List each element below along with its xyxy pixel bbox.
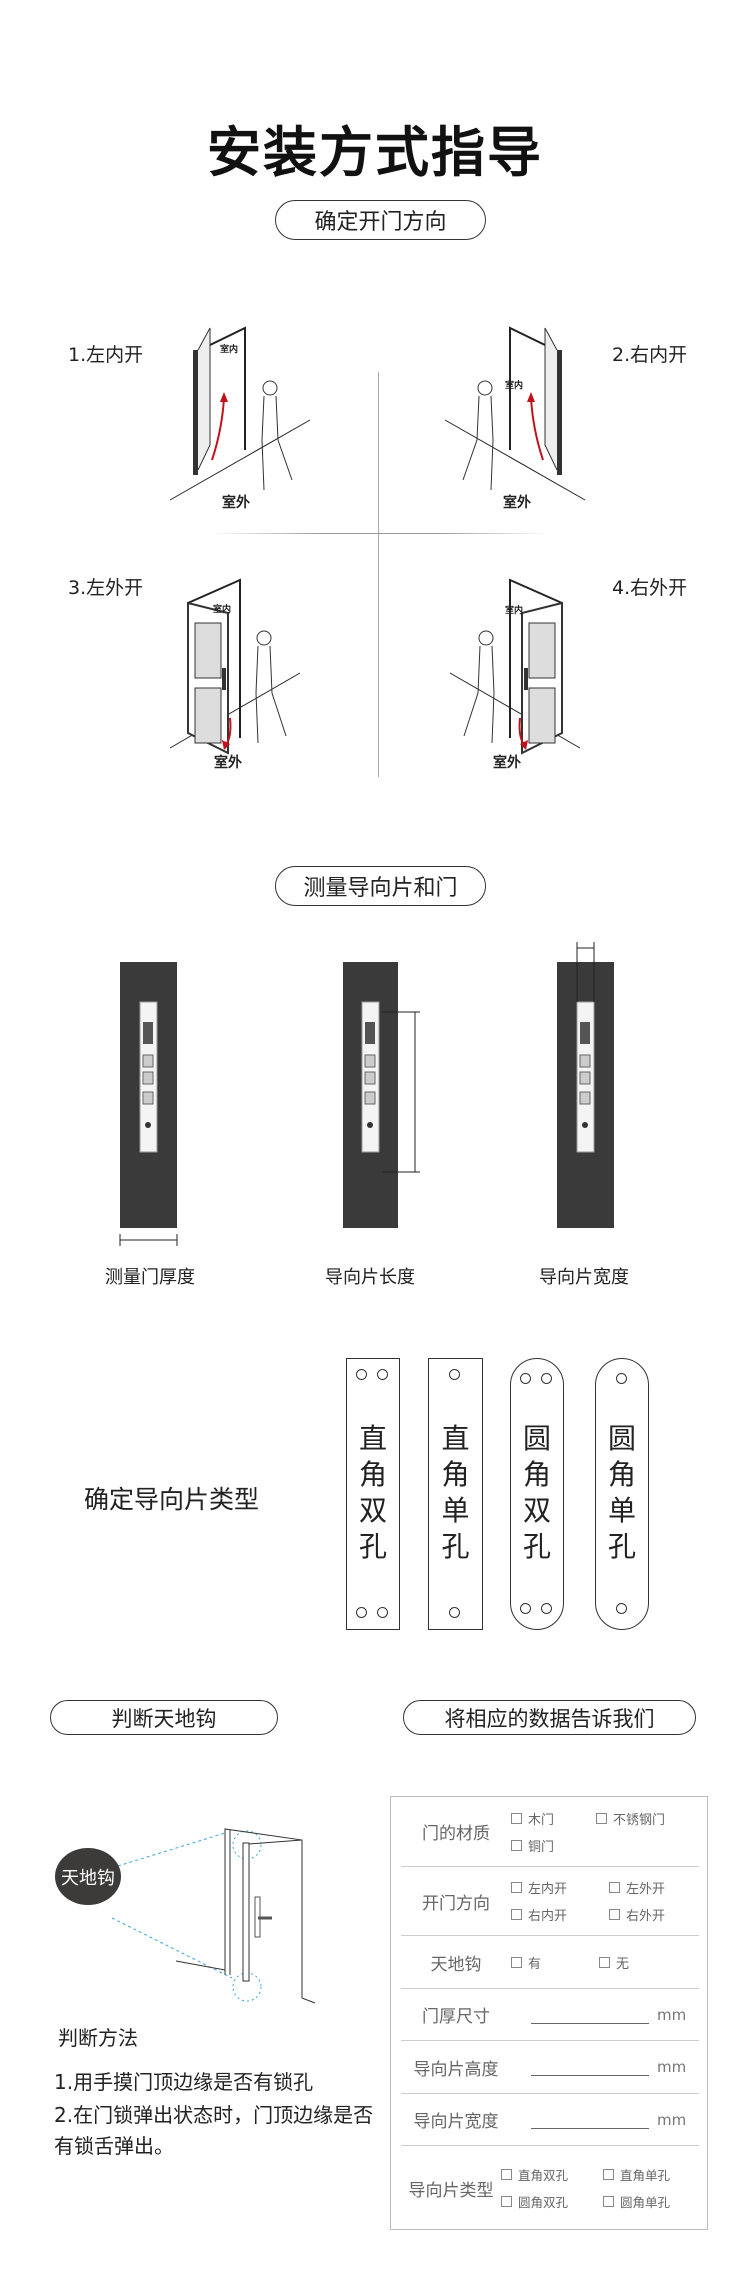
option-round-double[interactable]: 圆角双孔 — [501, 2192, 597, 2211]
option-label: 圆角双孔 — [518, 2195, 569, 2210]
plate-square-single: 直角单孔 — [428, 1358, 483, 1630]
plate-round-single: 圆角单孔 — [595, 1358, 649, 1630]
plate-label: 圆角双孔 — [522, 1422, 551, 1563]
option-label: 铜门 — [528, 1839, 555, 1855]
form-row-width: 导向片宽度 mm — [401, 2094, 699, 2146]
form-row-direction: 开门方向 左内开 左外开 右内开 右外开 — [401, 1867, 699, 1936]
height-input[interactable] — [531, 2058, 649, 2076]
section-pill-measure: 测量导向片和门 — [275, 866, 486, 906]
door-label-1: 1.左内开 — [68, 344, 144, 366]
door-illustration-right-inward — [444, 326, 586, 501]
option-hook-no[interactable]: 无 — [599, 1953, 699, 1972]
option-right-in[interactable]: 右内开 — [511, 1905, 601, 1924]
option-label: 不锈钢门 — [613, 1812, 666, 1828]
outside-label-2: 室外 — [503, 495, 531, 511]
option-copper-door[interactable]: 铜门 — [511, 1836, 588, 1855]
inside-label-2: 室内 — [505, 381, 524, 391]
outside-label-1: 室外 — [222, 495, 250, 511]
door-illustration-left-outward — [169, 578, 301, 755]
form-label: 导向片类型 — [408, 2180, 494, 2201]
door-thickness-diagram — [119, 962, 178, 1246]
option-stainless-door[interactable]: 不锈钢门 — [596, 1809, 699, 1828]
outside-label-4: 室外 — [493, 755, 521, 771]
caption-plate-width: 导向片宽度 — [539, 1267, 629, 1288]
section-pill-door-direction: 确定开门方向 — [275, 200, 486, 240]
plate-length-diagram — [343, 962, 420, 1228]
form-row-hook: 天地钩 有 无 — [401, 1936, 699, 1989]
plate-round-double: 圆角双孔 — [510, 1358, 564, 1630]
method-1: 1.用手摸门顶边缘是否有锁孔 — [54, 2070, 314, 2094]
inside-label-4: 室内 — [505, 606, 524, 616]
method-title: 判断方法 — [58, 2026, 138, 2050]
door-label-3: 3.左外开 — [68, 577, 144, 599]
thickness-input[interactable] — [531, 2006, 649, 2024]
section-pill-hook: 判断天地钩 — [50, 1700, 278, 1735]
plate-label: 圆角单孔 — [607, 1422, 636, 1563]
option-label: 直角双孔 — [518, 2168, 569, 2183]
hook-door-illustration — [111, 1828, 316, 2004]
option-wood-door[interactable]: 木门 — [511, 1809, 588, 1828]
plate-label: 直角单孔 — [441, 1422, 470, 1563]
order-info-form: 门的材质 木门 不锈钢门 铜门 开门方向 左内开 左外开 右内开 右外开 天地钩… — [390, 1796, 708, 2230]
option-label: 右内开 — [528, 1909, 568, 1924]
form-row-height: 导向片高度 mm — [401, 2041, 699, 2094]
page-title: 安装方式指导 — [207, 121, 543, 184]
option-round-single[interactable]: 圆角单孔 — [603, 2192, 699, 2211]
caption-door-thickness: 测量门厚度 — [105, 1267, 195, 1288]
inside-label-1: 室内 — [220, 345, 239, 355]
grid-divider-vertical — [378, 372, 379, 777]
form-label: 导向片宽度 — [413, 2112, 499, 2132]
width-input[interactable] — [531, 2111, 649, 2129]
plate-square-double: 直角双孔 — [346, 1358, 400, 1630]
option-label: 左外开 — [626, 1882, 666, 1897]
option-left-in[interactable]: 左内开 — [511, 1878, 601, 1897]
door-label-4: 4.右外开 — [612, 577, 688, 599]
unit-label: mm — [657, 2005, 687, 2024]
outside-label-3: 室外 — [214, 755, 242, 771]
option-label: 直角单孔 — [620, 2168, 671, 2183]
plate-width-diagram — [557, 942, 614, 1228]
caption-plate-length: 导向片长度 — [325, 1267, 415, 1288]
door-illustration-left-inward — [169, 326, 311, 501]
option-label: 木门 — [528, 1812, 555, 1828]
form-row-material: 门的材质 木门 不锈钢门 铜门 — [401, 1797, 699, 1867]
option-label: 有 — [528, 1956, 542, 1972]
door-illustration-right-outward — [449, 578, 581, 755]
plate-type-heading: 确定导向片类型 — [84, 1485, 260, 1514]
option-label: 无 — [616, 1956, 630, 1972]
section-pill-tell-us: 将相应的数据告诉我们 — [403, 1700, 696, 1735]
inside-label-3: 室内 — [213, 605, 232, 615]
unit-label: mm — [657, 2058, 687, 2076]
form-label: 门厚尺寸 — [422, 2007, 490, 2027]
form-row-type: 导向片类型 直角双孔 直角单孔 圆角双孔 圆角单孔 — [401, 2146, 699, 2230]
option-label: 左内开 — [528, 1882, 568, 1897]
form-label: 门的材质 — [422, 1824, 490, 1844]
measurement-diagrams — [119, 942, 614, 1246]
option-left-out[interactable]: 左外开 — [609, 1878, 699, 1897]
form-label: 开门方向 — [422, 1893, 490, 1914]
option-label: 圆角单孔 — [620, 2195, 671, 2210]
form-label: 导向片高度 — [413, 2059, 499, 2080]
option-hook-yes[interactable]: 有 — [511, 1953, 591, 1972]
grid-divider-horizontal — [210, 533, 550, 534]
form-label: 天地钩 — [430, 1954, 482, 1975]
option-square-double[interactable]: 直角双孔 — [501, 2165, 597, 2184]
option-right-out[interactable]: 右外开 — [609, 1905, 699, 1924]
option-square-single[interactable]: 直角单孔 — [603, 2165, 699, 2184]
method-2: 2.在门锁弹出状态时，门顶边缘是否有锁舌弹出。 — [54, 2103, 374, 2158]
form-row-thickness: 门厚尺寸 mm — [401, 1989, 699, 2041]
unit-label: mm — [657, 2110, 687, 2129]
plate-label: 直角双孔 — [358, 1422, 387, 1563]
hook-badge: 天地钩 — [55, 1848, 121, 1905]
option-label: 右外开 — [626, 1909, 666, 1924]
door-label-2: 2.右内开 — [612, 344, 688, 366]
